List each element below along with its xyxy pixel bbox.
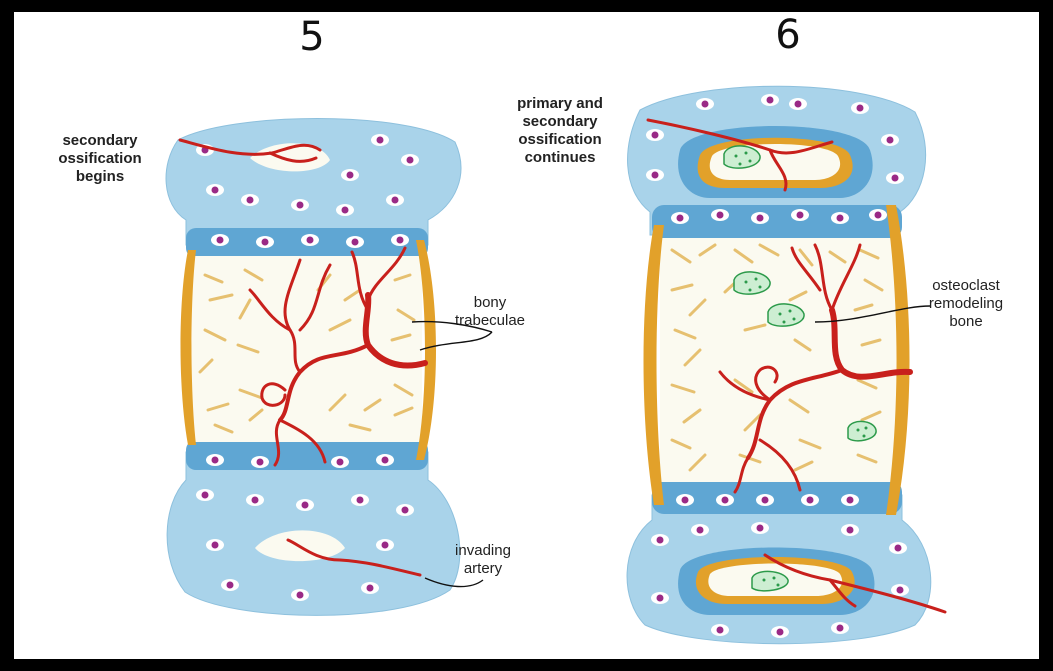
growth-plate-top-6 [652, 205, 902, 239]
osteoclast [768, 304, 804, 326]
stage-5-number: 5 [299, 14, 324, 60]
marrow-cavity-5 [192, 256, 422, 442]
label-line: primary and [517, 95, 603, 112]
osteoclast [724, 146, 760, 168]
osteoclast [848, 421, 876, 440]
label-invading-artery: invading artery [455, 542, 511, 577]
label-line: bony [474, 294, 507, 311]
marrow-cavity-6 [660, 238, 896, 482]
label-line: bone [949, 313, 982, 330]
growth-plate-bottom-5 [186, 440, 428, 470]
stage-6-number: 6 [775, 12, 800, 58]
label-bony-trabeculae: bony trabeculae [455, 294, 525, 329]
osteoclast [734, 272, 770, 294]
label-line: osteoclast [932, 277, 1000, 294]
label-line: ossification [58, 150, 141, 167]
label-line: secondary [522, 113, 598, 130]
label-osteoclast-remodeling-bone: osteoclast remodeling bone [929, 277, 1003, 330]
epiphysis-top-5 [166, 119, 461, 246]
label-line: artery [464, 560, 503, 577]
osteoclast [752, 571, 788, 590]
label-primary-secondary-ossification-continues: primary and secondary ossification conti… [517, 95, 603, 166]
label-line: secondary [62, 132, 138, 149]
label-line: continues [525, 149, 596, 166]
label-line: ossification [518, 131, 601, 148]
panel-6: 6 [517, 12, 1003, 644]
label-line: begins [76, 168, 124, 185]
label-line: invading [455, 542, 511, 559]
panel-5: 5 [58, 14, 525, 615]
label-line: trabeculae [455, 312, 525, 329]
label-secondary-ossification-begins: secondary ossification begins [58, 132, 141, 185]
label-line: remodeling [929, 295, 1003, 312]
